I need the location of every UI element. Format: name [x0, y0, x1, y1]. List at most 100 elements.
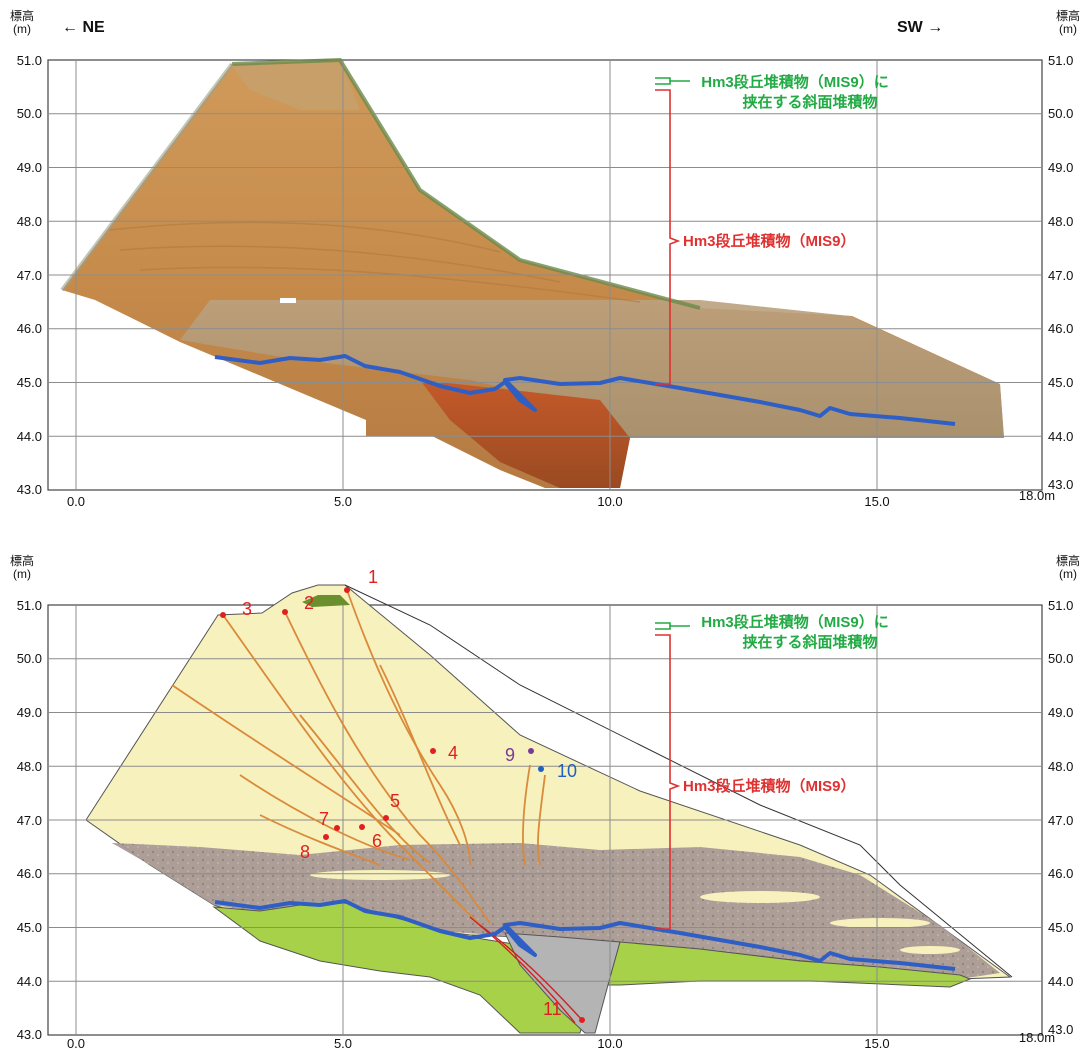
y-tick-label: 46.0: [1048, 321, 1073, 336]
y-tick-label: 49.0: [1048, 705, 1073, 720]
photo-section-panel: ← NE SW → 標高 (m) 標高 (m) Hm: [0, 0, 1090, 520]
x-tick-label: 15.0: [864, 494, 889, 509]
geologic-units: [85, 584, 1013, 1034]
y-tick-label: 48.0: [17, 214, 42, 229]
y-axis-unit-right: (m): [1059, 22, 1077, 36]
sample-point-4: [430, 748, 436, 754]
y-tick-label: 45.0: [1048, 920, 1073, 935]
grid-lines: [48, 605, 1042, 1035]
y-tick-label: 44.0: [1048, 974, 1073, 989]
direction-sw-label: SW →: [897, 19, 943, 36]
y-tick-label: 49.0: [17, 705, 42, 720]
sample-points: 1 2 3 4 5 6 7 8 9 10 11: [220, 567, 585, 1023]
y-tick-label: 51.0: [17, 598, 42, 613]
slope-deposit-bracket: [655, 622, 690, 630]
slope-deposit-label-line1: Hm3段丘堆積物（MIS9）に: [701, 73, 889, 91]
sketch-section-panel: 標高 (m) 標高 (m): [0, 545, 1090, 1051]
sample-label-3: 3: [242, 599, 252, 619]
sample-point-9: [528, 748, 534, 754]
x-tick-label: 0.0: [67, 494, 85, 509]
slope-deposit-label-line1: Hm3段丘堆積物（MIS9）に: [701, 613, 889, 631]
slope-deposit-bracket: [655, 77, 690, 85]
sample-point-8: [323, 834, 329, 840]
sample-label-1: 1: [368, 567, 378, 587]
sample-point-6: [359, 824, 365, 830]
y-tick-label: 50.0: [17, 106, 42, 121]
y-tick-label: 47.0: [17, 813, 42, 828]
sample-label-7: 7: [319, 809, 329, 829]
direction-ne-label: ← NE: [62, 19, 105, 36]
x-tick-label: 5.0: [334, 1036, 352, 1049]
y-axis-unit-left: (m): [13, 22, 31, 36]
sample-point-5: [383, 815, 389, 821]
y-axis-label-left: 標高: [10, 8, 34, 23]
x-tick-label: 0.0: [67, 1036, 85, 1049]
y-axis-label-right: 標高: [1056, 553, 1080, 568]
y-tick-label: 51.0: [17, 53, 42, 68]
y-tick-label: 45.0: [17, 920, 42, 935]
y-tick-label: 44.0: [1048, 429, 1073, 444]
fracture-lines: [171, 589, 546, 926]
y-tick-label: 43.0: [1048, 477, 1073, 492]
y-tick-label: 50.0: [17, 651, 42, 666]
terrace-base-boundary: [214, 354, 956, 426]
y-tick-labels-left: 51.0 50.0 49.0 48.0 47.0 46.0 45.0 44.0 …: [17, 53, 42, 497]
sample-label-8: 8: [300, 842, 310, 862]
x-tick-labels: 0.0 5.0 10.0 15.0 18.0m: [67, 1030, 1055, 1051]
y-tick-label: 45.0: [1048, 375, 1073, 390]
y-axis-unit-right: (m): [1059, 567, 1077, 581]
y-tick-label: 49.0: [17, 160, 42, 175]
y-tick-label: 50.0: [1048, 651, 1073, 666]
terrace-deposit-label: Hm3段丘堆積物（MIS9）: [683, 232, 856, 250]
sample-label-4: 4: [448, 743, 458, 763]
y-tick-label: 44.0: [17, 974, 42, 989]
terrace-deposit-bracket: [655, 634, 681, 930]
y-tick-label: 46.0: [17, 866, 42, 881]
y-tick-label: 43.0: [17, 1027, 42, 1042]
y-tick-label: 48.0: [1048, 214, 1073, 229]
y-axis-label-right: 標高: [1056, 8, 1080, 23]
y-tick-label: 48.0: [17, 759, 42, 774]
y-tick-labels-left: 51.0 50.0 49.0 48.0 47.0 46.0 45.0 44.0 …: [17, 598, 42, 1042]
x-tick-label: 10.0: [597, 494, 622, 509]
y-tick-label: 50.0: [1048, 106, 1073, 121]
terrace-deposit-label: Hm3段丘堆積物（MIS9）: [683, 777, 856, 795]
y-axis-unit-left: (m): [13, 567, 31, 581]
slope-deposit-label-line2: 挟在する斜面堆積物: [742, 93, 877, 111]
sample-label-9: 9: [505, 745, 515, 765]
y-tick-label: 46.0: [17, 321, 42, 336]
outcrop-photo: [60, 57, 1004, 488]
y-tick-label: 47.0: [1048, 268, 1073, 283]
sample-label-11: 11: [543, 999, 562, 1019]
x-tick-label: 18.0m: [1019, 488, 1055, 503]
sample-label-6: 6: [372, 831, 382, 851]
sample-label-5: 5: [390, 791, 400, 811]
y-tick-label: 43.0: [17, 482, 42, 497]
photo-section-svg: ← NE SW → 標高 (m) 標高 (m) Hm: [10, 8, 1080, 509]
sketch-section-svg: 標高 (m) 標高 (m): [10, 553, 1080, 1051]
sample-point-1: [344, 587, 350, 593]
sample-point-2: [282, 609, 288, 615]
x-tick-label: 15.0: [864, 1036, 889, 1049]
x-tick-labels: 0.0 5.0 10.0 15.0 18.0m: [67, 488, 1055, 509]
sample-point-10: [538, 766, 544, 772]
y-tick-label: 44.0: [17, 429, 42, 444]
y-tick-label: 45.0: [17, 375, 42, 390]
y-tick-label: 51.0: [1048, 598, 1073, 613]
y-tick-labels-right: 51.0 50.0 49.0 48.0 47.0 46.0 45.0 44.0 …: [1048, 598, 1073, 1037]
y-tick-label: 51.0: [1048, 53, 1073, 68]
y-tick-labels-right: 51.0 50.0 49.0 48.0 47.0 46.0 45.0 44.0 …: [1048, 53, 1073, 492]
y-tick-label: 46.0: [1048, 866, 1073, 881]
x-tick-label: 10.0: [597, 1036, 622, 1049]
y-tick-label: 47.0: [17, 268, 42, 283]
y-tick-label: 47.0: [1048, 813, 1073, 828]
grid-lines: [48, 60, 1042, 490]
y-tick-label: 49.0: [1048, 160, 1073, 175]
slope-deposit-label-line2: 挟在する斜面堆積物: [742, 633, 877, 651]
x-tick-label: 18.0m: [1019, 1030, 1055, 1045]
sample-point-11: [579, 1017, 585, 1023]
sample-label-10: 10: [557, 761, 577, 781]
sample-point-7: [334, 825, 340, 831]
y-tick-label: 43.0: [1048, 1022, 1073, 1037]
terrace-base-boundary: [214, 899, 956, 971]
